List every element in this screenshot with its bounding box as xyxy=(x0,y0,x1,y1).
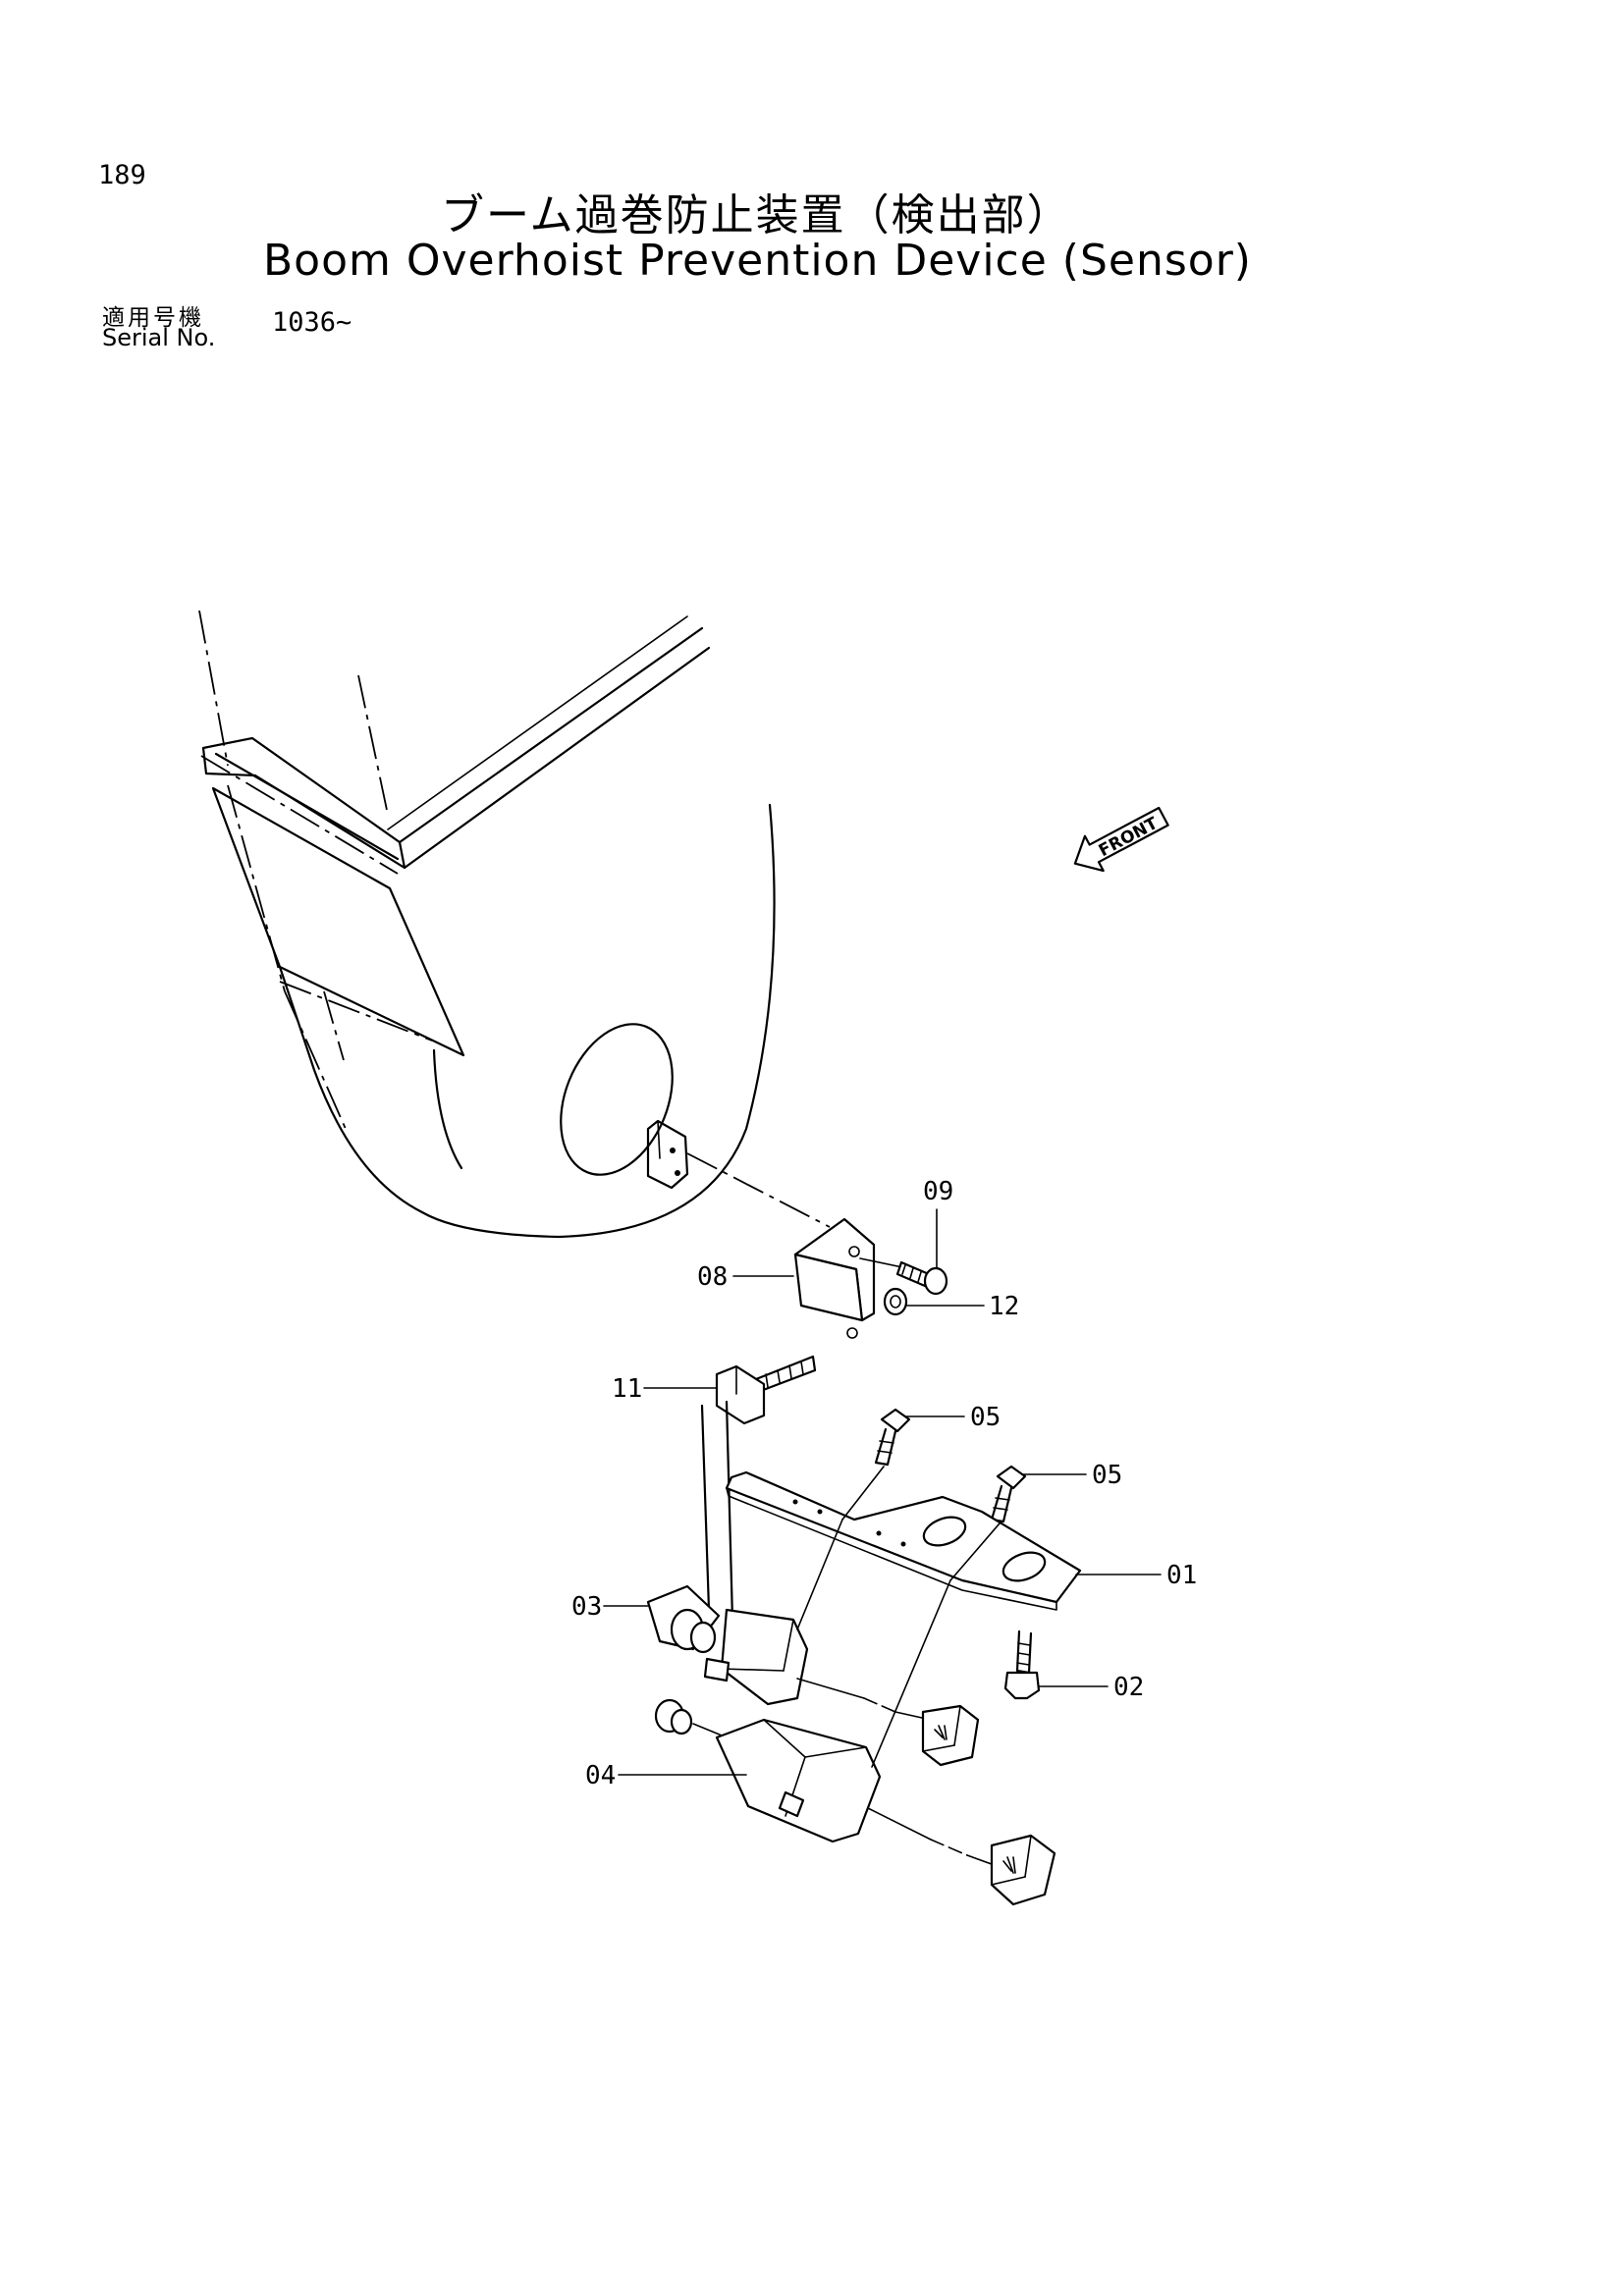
bolt-part-09 xyxy=(895,1260,948,1296)
callout-12: 12 xyxy=(989,1292,1019,1321)
callout-05-upper: 05 xyxy=(970,1403,1001,1432)
bolt-part-02 xyxy=(1003,1629,1041,1700)
callout-04: 04 xyxy=(585,1761,616,1790)
bolt-part-05-upper xyxy=(874,1408,911,1467)
front-arrow-icon: FRONT xyxy=(1073,806,1169,873)
plate-part-11 xyxy=(697,1355,817,1631)
page-title-japanese: ブーム過巻防止装置（検出部） xyxy=(441,190,1072,240)
serial-number-value: 1036~ xyxy=(272,307,352,338)
callout-01: 01 xyxy=(1166,1561,1197,1590)
limit-switch-part-03 xyxy=(646,1584,980,1767)
callout-11: 11 xyxy=(612,1374,642,1404)
callout-05-lower: 05 xyxy=(1092,1461,1122,1490)
callout-09: 09 xyxy=(923,1177,953,1206)
callout-02: 02 xyxy=(1113,1673,1144,1702)
limit-switch-part-04 xyxy=(654,1698,1056,1906)
callout-leaders xyxy=(603,1208,1162,1776)
serial-label-english: Serial No. xyxy=(102,324,216,351)
callout-08: 08 xyxy=(697,1262,728,1292)
page-number: 189 xyxy=(98,160,146,190)
bolt-part-05-lower xyxy=(990,1465,1027,1523)
nut-part-12 xyxy=(883,1287,908,1316)
boom-structure xyxy=(198,610,831,1239)
callout-03: 03 xyxy=(571,1592,602,1622)
bracket-part-08 xyxy=(793,1217,922,1339)
mounting-plate-part-01 xyxy=(725,1466,1082,1611)
serial-label-japanese: 適用号機 xyxy=(102,305,204,331)
page-title-english: Boom Overhoist Prevention Device (Sensor… xyxy=(263,236,1252,286)
